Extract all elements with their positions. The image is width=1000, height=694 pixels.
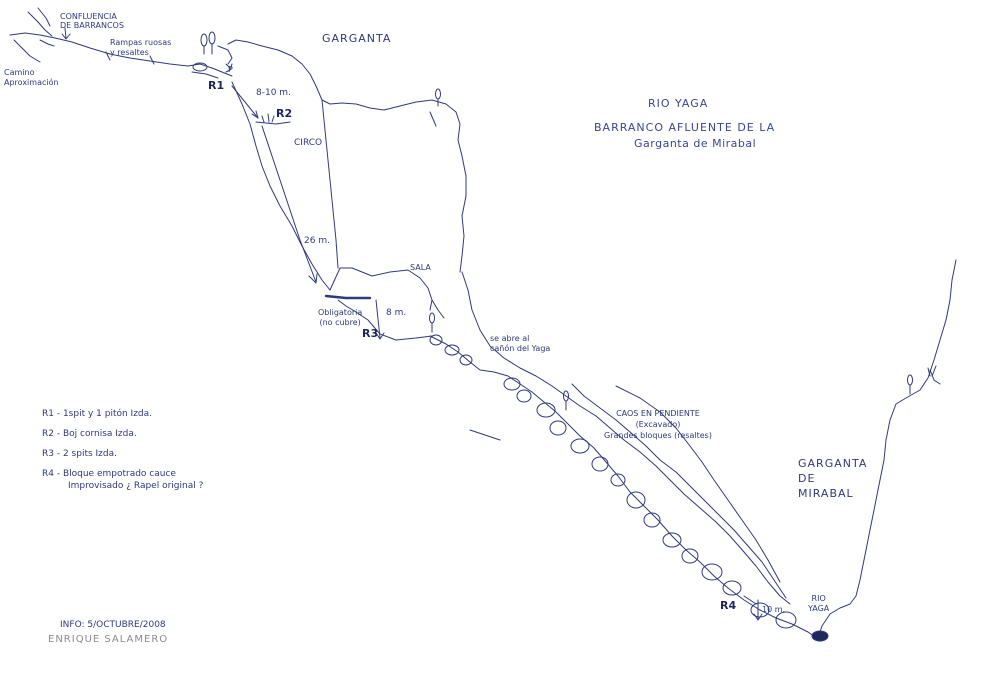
rappel-r3-label: R3 xyxy=(362,327,379,340)
rappel-lines xyxy=(231,85,385,340)
rappel-r1-label: R1 xyxy=(208,79,225,92)
obligatoria-label: Obligatoria (no cubre) xyxy=(318,308,363,327)
circo-label: CIRCO xyxy=(294,138,323,148)
distance-8-10m-label: 8-10 m. xyxy=(256,88,291,98)
garganta-top-label: GARGANTA xyxy=(322,32,392,45)
upper-gorge-walls xyxy=(187,39,467,291)
lower-canyon xyxy=(429,271,821,641)
rappel-r2-label: R2 xyxy=(276,107,293,120)
piton-mark-label: P xyxy=(228,65,233,74)
legend-item: R2 - Boj cornisa Izda. xyxy=(42,429,137,439)
legend-item: R4 - Bloque empotrado cauce xyxy=(42,469,176,479)
sala-label: SALA xyxy=(410,263,431,272)
legend-item: R1 - 1spit y 1 pitón Izda. xyxy=(42,409,153,419)
distance-26m-label: 26 m. xyxy=(304,236,330,246)
author-name: ENRIQUE SALAMERO xyxy=(48,634,169,645)
ramps-label: Rampas ruosas y resaltes xyxy=(110,38,172,57)
caos-label: CAOS EN PENDIENTE (Excavado) Grandes blo… xyxy=(604,409,712,440)
title-line-3: Garganta de Mirabal xyxy=(634,137,757,150)
approach-path-label: Camino Aproximación xyxy=(4,68,59,87)
rio-yaga-bottom-label: RIO YAGA xyxy=(808,594,830,613)
opens-to-yaga-label: se abre al cañón del Yaga xyxy=(490,334,551,353)
legend-item: Improvisado ¿ Rapel original ? xyxy=(68,481,204,491)
distance-10m-label: 10 m. xyxy=(762,605,786,614)
confluence-label: CONFLUENCIA DE BARRANCOS xyxy=(60,12,124,30)
title-line-1: RIO YAGA xyxy=(648,97,709,110)
garganta-mirabal-label: GARGANTA DE MIRABAL xyxy=(798,457,868,500)
approach-ravines xyxy=(9,7,189,67)
legend-item: R3 - 2 spits Izda. xyxy=(42,449,117,459)
shrub-marks xyxy=(200,31,913,411)
mirabal-gorge xyxy=(811,259,957,642)
title-line-2: BARRANCO AFLUENTE DE LA xyxy=(594,121,776,134)
confluence-arrow xyxy=(64,27,67,39)
info-date: INFO: 5/OCTUBRE/2008 xyxy=(60,620,166,630)
distance-8m-label: 8 m. xyxy=(386,308,407,318)
rappel-legend: R1 - 1spit y 1 pitón Izda. R2 - Boj corn… xyxy=(42,408,203,491)
sala-section xyxy=(324,267,445,341)
rappel-r4-label: R4 xyxy=(720,599,737,612)
